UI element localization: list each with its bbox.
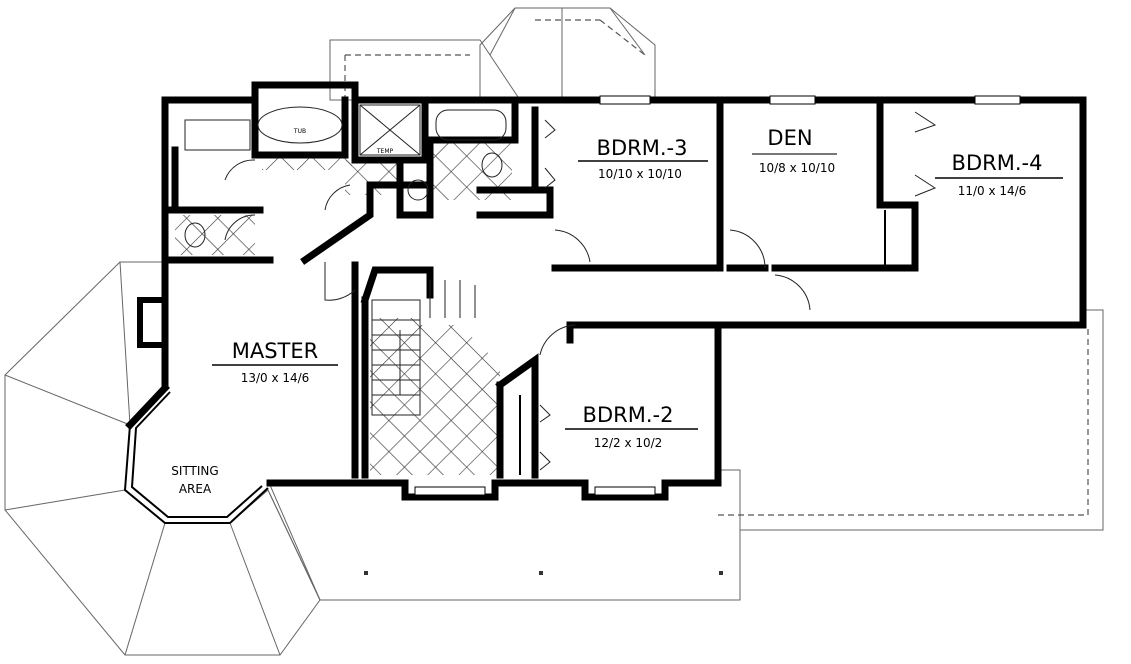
fixtures (184, 104, 507, 248)
master-size: 13/0 x 14/6 (241, 371, 310, 385)
tile-areas (175, 140, 512, 475)
roof-outline (329, 7, 656, 101)
bdrm3-size: 10/10 x 10/10 (598, 167, 682, 181)
bdrm4-size: 11/0 x 14/6 (958, 184, 1027, 198)
master-label: MASTER (232, 339, 319, 363)
sitting-area-label-2: AREA (179, 482, 212, 496)
den-label: DEN (767, 126, 812, 150)
den-size: 10/8 x 10/10 (759, 161, 835, 175)
porch-outline (269, 309, 1104, 601)
room-labels: MASTER 13/0 x 14/6 SITTING AREA BDRM.-2 … (171, 126, 1063, 496)
bdrm4-label: BDRM.-4 (952, 151, 1043, 175)
sink-icon (407, 179, 429, 201)
temp-label: TEMP (376, 148, 394, 155)
interior-walls (161, 96, 919, 479)
doors (224, 111, 937, 471)
sitting-area-label-1: SITTING (171, 464, 218, 478)
toilet-icon (184, 222, 206, 248)
bathtub-icon (435, 109, 507, 141)
exterior-walls (123, 81, 1087, 524)
bdrm3-label: BDRM.-3 (597, 136, 688, 160)
closet-icon (184, 119, 251, 151)
shower-icon (359, 104, 421, 156)
toilet-icon (481, 152, 503, 178)
bdrm2-size: 12/2 x 10/2 (594, 436, 663, 450)
tub-label: TUB (293, 128, 306, 135)
stairs (371, 280, 476, 416)
bdrm2-label: BDRM.-2 (583, 403, 674, 427)
tub-icon (257, 106, 343, 144)
windows (414, 95, 1021, 496)
